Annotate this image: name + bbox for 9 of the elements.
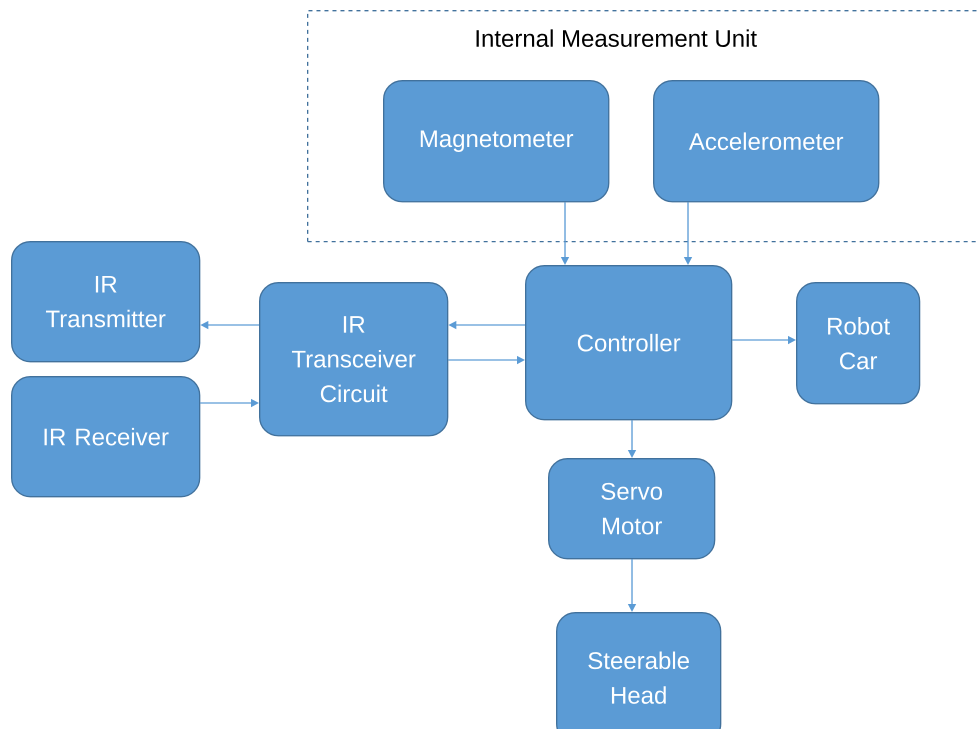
process-box: Steerable Head [556,612,722,729]
process-box: Robot Car [796,282,920,404]
process-box: Servo Motor [548,458,716,560]
process-box: IR Transmitter [11,241,200,362]
process-box: IR Transceiver Circuit [259,282,448,436]
process-box: Accelerometer [653,80,880,202]
process-box: Magnetometer [383,80,610,202]
process-box: IR Receiver [11,376,200,498]
process-box: Controller [525,265,732,420]
